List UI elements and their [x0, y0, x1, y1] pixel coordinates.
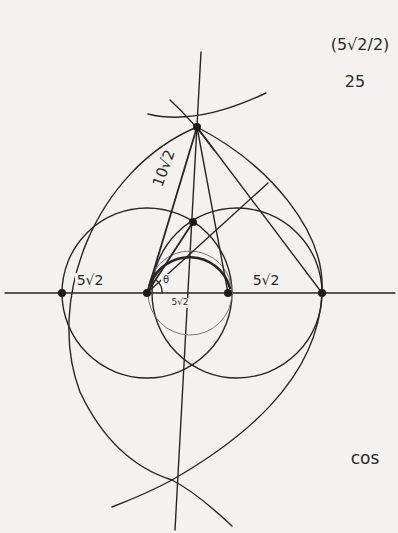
circle	[152, 208, 322, 378]
segment	[147, 222, 193, 293]
point	[224, 289, 232, 297]
circle	[62, 208, 232, 378]
small-arc	[150, 257, 230, 288]
arc-mark	[148, 93, 266, 117]
math-label: 25	[343, 73, 367, 91]
point	[318, 289, 326, 297]
math-label: (5√2/2)	[329, 36, 392, 54]
point	[58, 289, 66, 297]
math-label: θ	[161, 274, 171, 285]
segment	[197, 127, 322, 293]
math-label: 5√2	[169, 298, 190, 308]
segment	[197, 127, 228, 293]
point	[143, 289, 151, 297]
segment	[147, 127, 197, 293]
math-label: 5√2	[75, 273, 106, 288]
big-arc	[69, 127, 232, 526]
vertical-axis	[175, 52, 201, 530]
math-label: 5√2	[251, 273, 282, 288]
big-arc	[112, 127, 322, 507]
point	[189, 218, 197, 226]
point	[193, 123, 201, 131]
math-label: cos	[349, 449, 382, 468]
small-circle	[148, 251, 232, 335]
